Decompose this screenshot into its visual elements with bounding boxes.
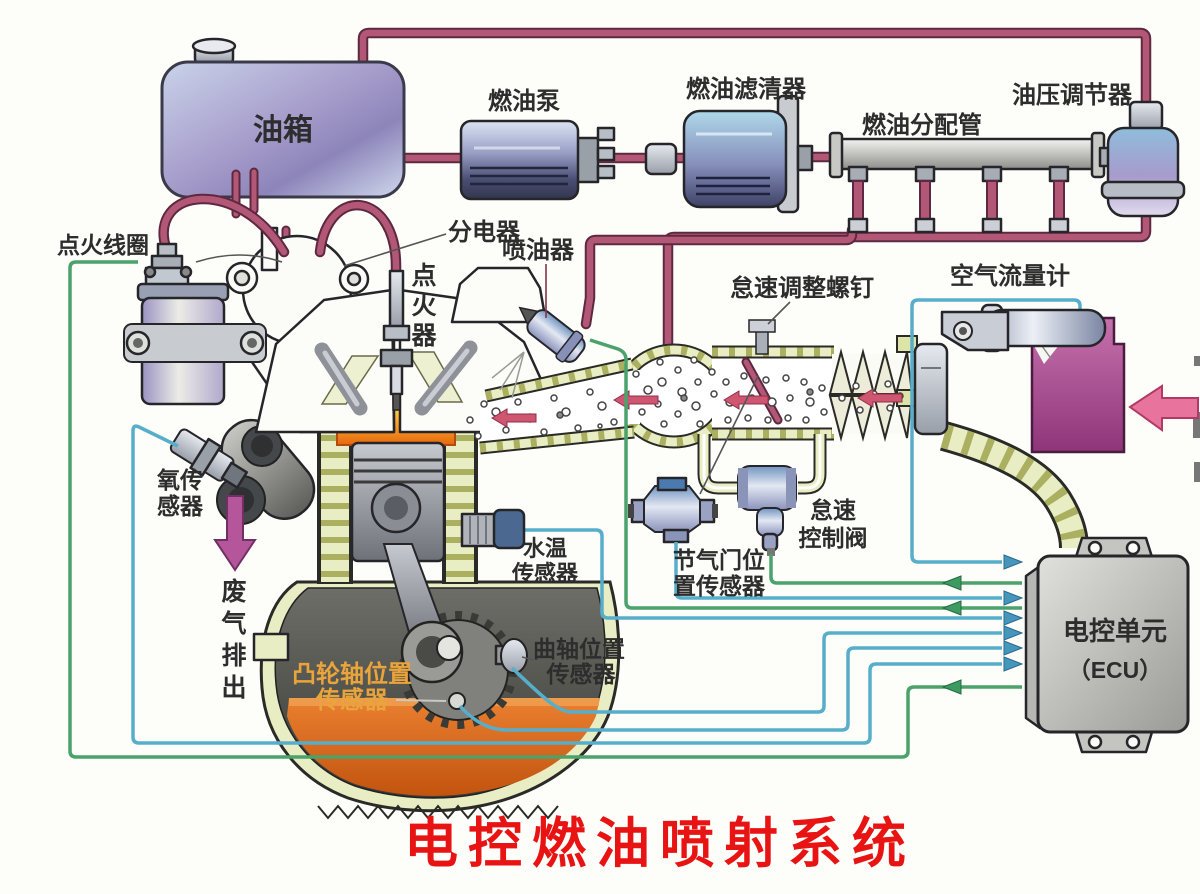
- crankshaft-sensor: [494, 638, 528, 674]
- tps-label-line1: 节气门位: [673, 547, 765, 573]
- tps-label-line2: 置传感器: [673, 573, 766, 599]
- pressure-regulator-label: 油压调节器: [1012, 82, 1133, 109]
- water-temp-label-line2: 传感器: [511, 561, 579, 586]
- wire-cam-sensor: [458, 646, 1002, 732]
- crank-sensor-label-line1: 曲轴位置: [533, 636, 625, 662]
- fuel-spray: [491, 351, 525, 399]
- ht-wires: [158, 193, 402, 276]
- air-inlet-arrow: [1128, 384, 1199, 432]
- wiring: [68, 260, 1082, 759]
- afm-body: [913, 342, 949, 436]
- camshaft-sensor-dot: [448, 692, 466, 710]
- crank-sensor-label-line2: 传感器: [546, 661, 617, 687]
- idle-bypass-channel: [697, 434, 827, 495]
- wire-airflow-meter: [910, 298, 1082, 564]
- oxygen-sensor-label-line1: 氧传: [156, 467, 203, 493]
- edge-fragment: [1193, 412, 1200, 438]
- ignition-coil-label: 点火线圈: [57, 232, 149, 258]
- wire-ignition-coil: [68, 260, 1022, 759]
- oil-pan-fins: [317, 804, 559, 820]
- actuator-arrows: [941, 575, 962, 695]
- exhaust-label: 废 气 排 出: [220, 577, 246, 702]
- edge-fragment: [1194, 356, 1200, 366]
- pointer-lines: [343, 233, 791, 702]
- engine: [252, 406, 621, 820]
- air-flow-meter: [913, 303, 1200, 549]
- water-temp-sensor: [460, 508, 526, 550]
- water-temp-label-line1: 水温: [523, 536, 567, 561]
- fuel-injector: [518, 306, 586, 363]
- cam-sensor-label-line1: 凸轮轴位置: [292, 660, 412, 688]
- fuel-tank-label: 油箱: [253, 114, 313, 147]
- wire-crank-sensor: [510, 631, 1002, 714]
- pump-terminal: [596, 126, 616, 142]
- air-flow-meter-label: 空气流量计: [950, 262, 1070, 290]
- labels: 油箱 燃油泵 燃油滤清器 燃油分配管 油压调节器 分电器 点火线圈 喷油器 点 …: [57, 76, 1133, 714]
- wire-injector: [589, 338, 1022, 610]
- ecu-label-line1: 电控单元: [1063, 616, 1167, 646]
- sensor-arrows: [1003, 554, 1024, 672]
- svg-text:气: 气: [220, 609, 246, 638]
- ecu: 电控单元 （ECU）: [1024, 536, 1190, 754]
- fuel-rail-label: 燃油分配管: [862, 111, 982, 139]
- fuel-pump-label: 燃油泵: [488, 88, 560, 115]
- injector-label: 喷油器: [502, 237, 575, 264]
- idle-valve-label-line1: 怠速: [810, 497, 856, 523]
- engine-oil: [287, 698, 600, 796]
- svg-text:废: 废: [221, 577, 246, 606]
- svg-text:火: 火: [411, 292, 436, 320]
- diagram-title: 电控燃油喷射系统: [404, 814, 916, 874]
- wire-tps: [674, 542, 1002, 600]
- edge-fragment: [1194, 462, 1200, 482]
- oxygen-sensor: [169, 428, 249, 489]
- fuel-tank: [160, 37, 406, 199]
- svg-text:点: 点: [411, 262, 436, 290]
- fuel-rail: [828, 131, 1106, 234]
- ecu-label-line2: （ECU）: [1068, 657, 1163, 683]
- ignition-coil: [123, 242, 283, 406]
- idle-screw-label: 怠速调整螺钉: [730, 274, 874, 302]
- intake-tract: [466, 319, 918, 495]
- wire-water-temp: [524, 528, 1002, 620]
- spark-plug-label: 点 火 器: [410, 262, 437, 350]
- idle-valve-label-line2: 控制阀: [799, 525, 868, 551]
- exhaust-arrow: [213, 495, 257, 572]
- spark-plug: [379, 269, 414, 411]
- pipe-coupling: [644, 142, 678, 176]
- oxygen-sensor-label-line2: 感器: [157, 493, 204, 519]
- idle-control-valve: [737, 465, 797, 556]
- fuel-filter-label: 燃油滤清器: [686, 76, 807, 103]
- svg-text:器: 器: [410, 322, 437, 350]
- distributor-label: 分电器: [448, 219, 521, 246]
- fuel-filter: [682, 94, 814, 214]
- svg-text:排: 排: [221, 642, 246, 670]
- wire-oxygen-sensor: [131, 424, 1002, 745]
- svg-text:出: 出: [221, 674, 246, 702]
- fuel-pump: [459, 119, 616, 201]
- rail-injectors: [847, 165, 1070, 234]
- piston: [350, 441, 446, 563]
- pressure-regulator: [1098, 100, 1186, 218]
- wire-idle-valve: [769, 554, 1022, 585]
- cam-sensor-label-line2: 传感器: [315, 686, 389, 714]
